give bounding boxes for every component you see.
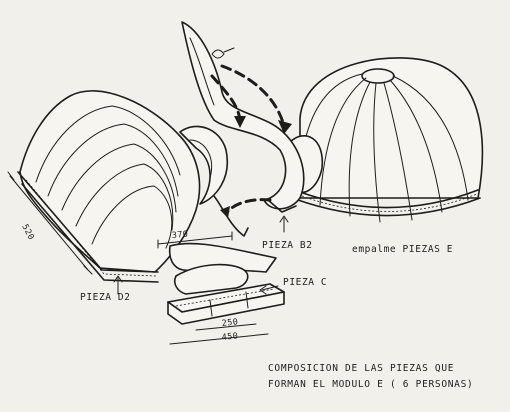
label-empalme-piezas-e: empalme PIEZAS E	[352, 244, 453, 255]
dim-d2-length: 520	[19, 223, 36, 242]
piece-d2	[17, 90, 249, 283]
dim-c-width: 250	[221, 317, 239, 329]
arrow-head-icon	[234, 116, 246, 128]
dim-c-length: 450	[221, 331, 239, 343]
piece-b2	[181, 21, 305, 213]
dimension-lines	[7, 171, 269, 345]
label-pointers	[113, 215, 289, 295]
caption-line-1: COMPOSICION DE LAS PIEZAS QUE	[268, 363, 454, 374]
dim-d2-width: 370	[171, 230, 188, 241]
label-pieza-c: PIEZA C	[283, 277, 327, 288]
arrow-head-icon	[278, 120, 292, 134]
caption-line-2: FORMAN EL MODULO E ( 6 PERSONAS)	[268, 379, 473, 390]
assembly-arrows	[210, 64, 292, 218]
dome-pieces-e	[289, 57, 484, 223]
label-pieza-b2: PIEZA B2	[262, 240, 313, 251]
piece-c	[167, 242, 285, 325]
label-pieza-d2: PIEZA D2	[80, 292, 131, 303]
